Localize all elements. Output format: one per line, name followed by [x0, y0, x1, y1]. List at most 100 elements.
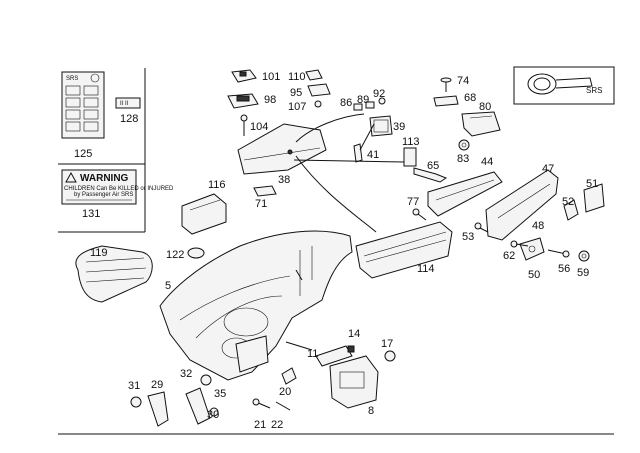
pad-98: [227, 93, 259, 109]
warning-line2: by Passenger Air SRS: [74, 192, 133, 198]
leader-lines: [285, 113, 405, 351]
bracket-30: [185, 387, 211, 425]
screw-104: [240, 114, 248, 136]
callout-62: 62: [503, 250, 515, 262]
switch-module-8: [329, 355, 379, 409]
callout-83: 83: [457, 153, 469, 165]
srs-box-text: SRS: [586, 86, 602, 95]
glovebox-panel-44: [427, 171, 503, 217]
knee-panel: [235, 335, 269, 373]
clip-95-107: [307, 83, 331, 108]
screw-77: [412, 208, 427, 221]
screw-62: [510, 240, 529, 248]
screws-21-22: [252, 398, 291, 411]
callout-77: 77: [407, 196, 419, 208]
upper-storage-38: [237, 123, 327, 175]
callout-52: 52: [562, 196, 574, 208]
bracket-80: [461, 111, 501, 137]
callout-65: 65: [427, 160, 439, 172]
callout-128: 128: [120, 113, 138, 125]
fasteners-86-89-92: [353, 97, 386, 111]
callout-38: 38: [278, 174, 290, 186]
callout-32: 32: [180, 368, 192, 380]
callout-22: 22: [271, 419, 283, 431]
callout-113: 113: [402, 136, 420, 148]
label-128: II II: [115, 97, 141, 109]
callout-8: 8: [368, 405, 374, 417]
callout-5: 5: [165, 280, 171, 292]
srs-label-125: SRS: [61, 71, 105, 139]
callout-86: 86: [340, 97, 352, 109]
bracket-68: [433, 95, 459, 107]
callout-74: 74: [457, 75, 469, 87]
dashboard-5: [159, 230, 353, 381]
callout-125: 125: [74, 148, 92, 160]
screw-74: [440, 77, 452, 92]
nut-17: [384, 350, 396, 362]
switch-11-14: [315, 345, 355, 367]
callout-119: 119: [90, 247, 108, 259]
warning-title: WARNING: [80, 173, 129, 184]
callout-50: 50: [528, 269, 540, 281]
hinge-52-51: [563, 183, 605, 221]
screw-56: [547, 249, 570, 258]
label-panel-frame: [58, 68, 146, 233]
callout-35: 35: [214, 388, 226, 400]
warning-label-131: WARNING CHILDREN Can Be KILLED or INJURE…: [61, 169, 174, 205]
washer-31: [130, 396, 142, 408]
callout-numbers: 101 110 98 95 107 86 89 92 74 68 80 104 …: [74, 71, 598, 431]
airbag-cushion-119: [75, 245, 153, 303]
callout-116: 116: [208, 179, 226, 191]
label-128-text: II II: [120, 101, 129, 107]
callout-31: 31: [128, 380, 140, 392]
lock-48-50: [519, 237, 545, 261]
callout-20: 20: [279, 386, 291, 398]
callout-44: 44: [481, 156, 493, 168]
callout-122: 122: [166, 249, 184, 261]
clip-41: [353, 143, 363, 163]
callout-89: 89: [357, 94, 369, 106]
callout-21: 21: [254, 419, 266, 431]
clip-71: [253, 185, 277, 197]
control-unit-114: [355, 221, 453, 279]
callout-11: 11: [307, 348, 318, 360]
callout-39: 39: [393, 121, 405, 133]
callout-104: 104: [250, 121, 268, 133]
callout-80: 80: [479, 101, 491, 113]
callout-71: 71: [255, 198, 267, 210]
callout-68: 68: [464, 92, 476, 104]
callout-47: 47: [542, 163, 554, 175]
callout-17: 17: [381, 338, 393, 350]
callout-92: 92: [373, 88, 385, 100]
callout-14: 14: [348, 328, 360, 340]
callout-107: 107: [288, 101, 306, 113]
airbag-module-116: [181, 193, 227, 235]
bracket-113: [403, 147, 417, 167]
callout-56: 56: [558, 263, 570, 275]
callout-98: 98: [264, 94, 276, 106]
callout-30: 30: [207, 409, 219, 421]
callout-95: 95: [290, 87, 302, 99]
grommet-122: [187, 247, 205, 259]
srs-box: SRS: [513, 66, 615, 105]
callout-51: 51: [586, 178, 598, 190]
bolts-32-35: [200, 374, 219, 417]
callout-110: 110: [288, 71, 306, 83]
srs-label-text: SRS: [66, 76, 78, 82]
callout-41: 41: [367, 149, 379, 161]
clip-110: [305, 69, 323, 81]
callout-131: 131: [82, 208, 100, 220]
callout-101: 101: [262, 71, 280, 83]
callout-114: 114: [417, 263, 435, 275]
callout-53: 53: [462, 231, 474, 243]
bracket-29: [147, 391, 169, 427]
clip-101: [231, 69, 257, 83]
grommet-83: [458, 139, 470, 151]
callout-29: 29: [151, 379, 163, 391]
module-39: [369, 115, 393, 137]
callout-48: 48: [532, 220, 544, 232]
callout-59: 59: [577, 267, 589, 279]
bracket-20: [281, 367, 297, 385]
screw-53: [474, 222, 489, 233]
